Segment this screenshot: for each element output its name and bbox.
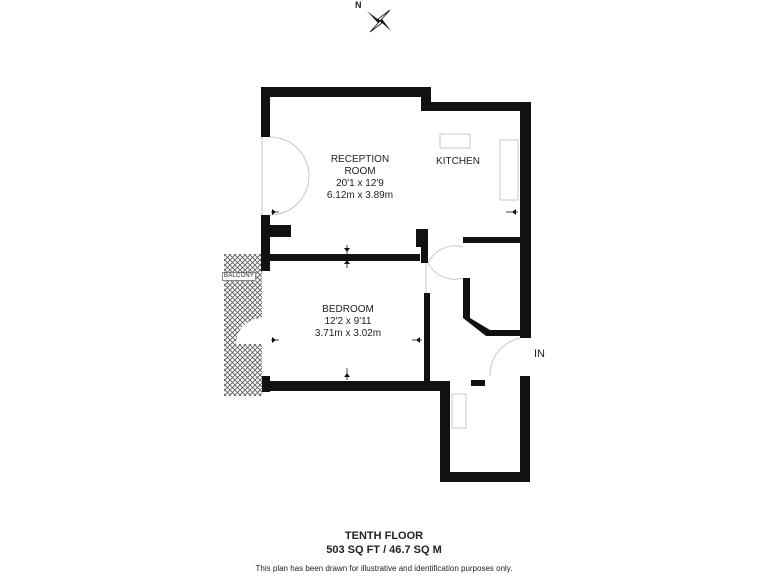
reception-room-label: RECEPTION ROOM 20'1 x 12'9 6.12m x 3.89m bbox=[310, 154, 410, 202]
bedroom-imperial: 12'2 x 9'11 bbox=[324, 316, 372, 327]
dimension-arrows bbox=[272, 209, 516, 377]
floor-title: TENTH FLOOR bbox=[344, 530, 424, 542]
north-label: N bbox=[355, 0, 362, 10]
balcony-label: BALCONY bbox=[222, 272, 257, 281]
compass-rose-icon bbox=[367, 9, 391, 33]
door-swings bbox=[261, 133, 521, 429]
reception-name-line1: RECEPTION bbox=[330, 154, 390, 165]
kitchen-label: KITCHEN bbox=[428, 156, 488, 168]
kitchen-name: KITCHEN bbox=[436, 156, 480, 167]
reception-metric: 6.12m x 3.89m bbox=[326, 190, 394, 201]
bedroom-metric: 3.71m x 3.02m bbox=[314, 328, 382, 339]
entrance-label: IN bbox=[534, 348, 545, 360]
bedroom-label: BEDROOM 12'2 x 9'11 3.71m x 3.02m bbox=[298, 304, 398, 340]
bedroom-name: BEDROOM bbox=[322, 304, 374, 315]
reception-imperial: 20'1 x 12'9 bbox=[336, 178, 384, 189]
walls bbox=[261, 87, 531, 482]
floor-area: 503 SQ FT / 46.7 SQ M bbox=[326, 544, 442, 556]
disclaimer: This plan has been drawn for illustrativ… bbox=[255, 564, 513, 573]
reception-name-line2: ROOM bbox=[344, 166, 376, 177]
